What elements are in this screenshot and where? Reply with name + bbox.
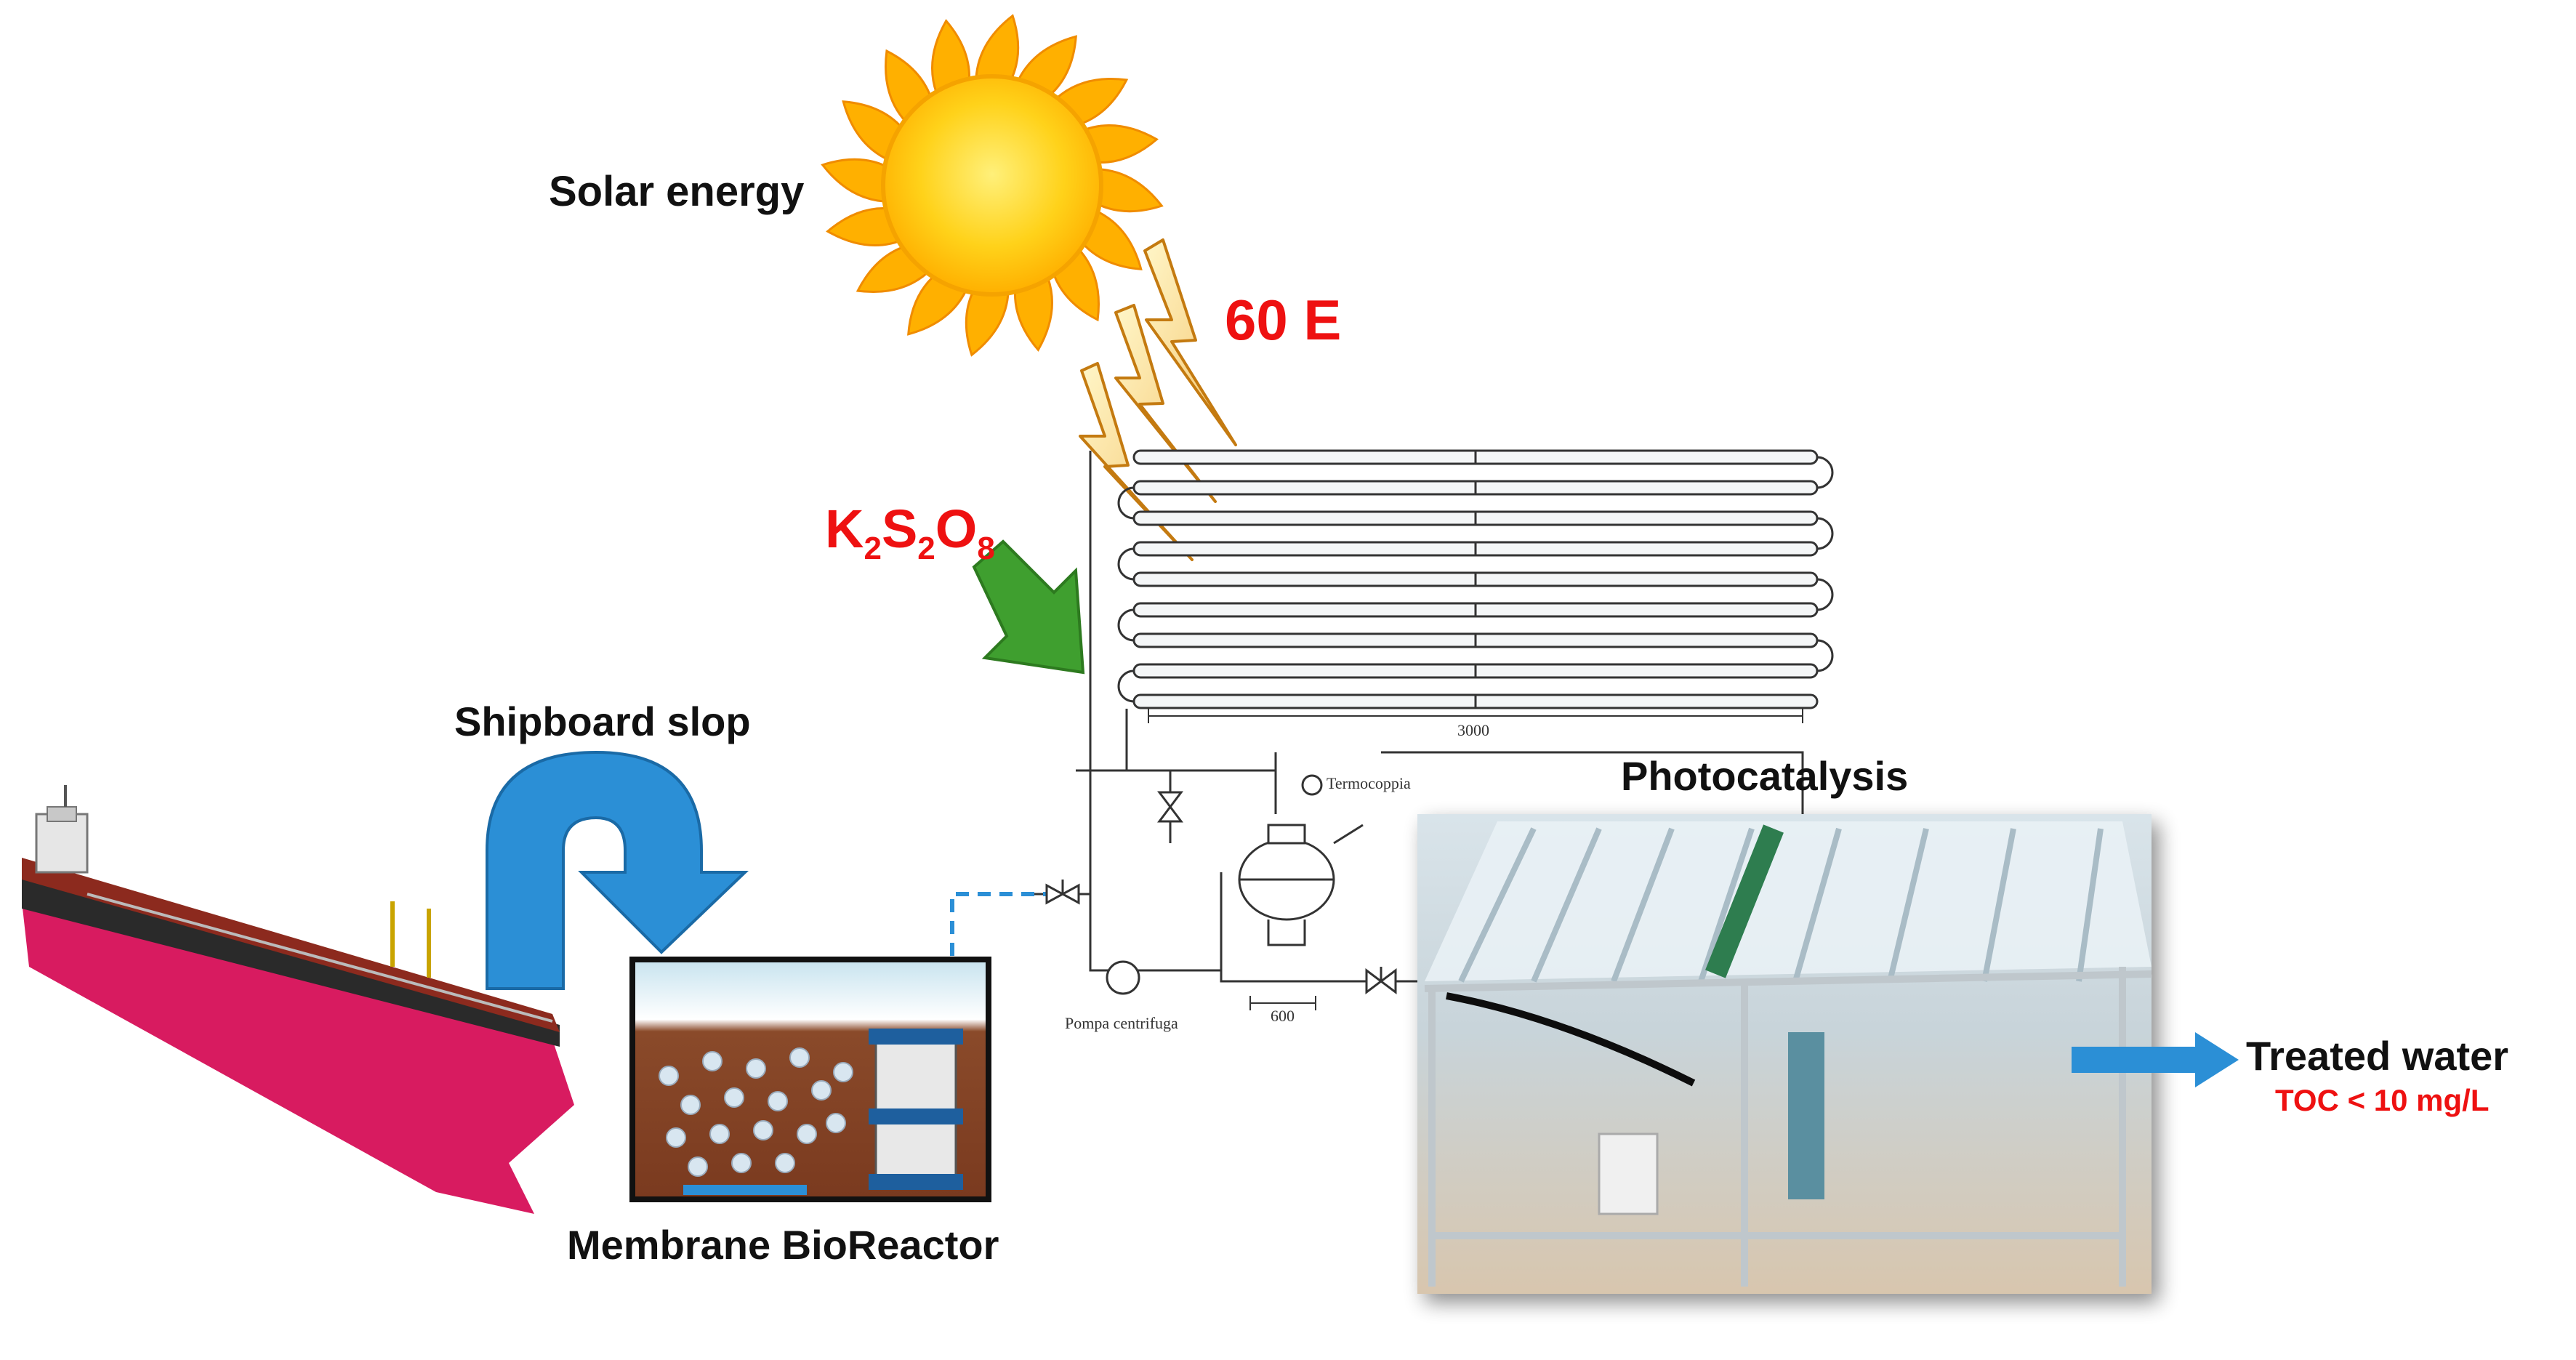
- length-dimension-label: 3000: [1457, 721, 1489, 739]
- air-bubble: [702, 1051, 723, 1071]
- air-bubble: [789, 1047, 810, 1068]
- pump-label: Pompa centrifuga: [1065, 1014, 1178, 1032]
- slop-transfer-arrow: [486, 750, 749, 990]
- sun-ray: [821, 158, 893, 203]
- mbr-outlet-pipe: [950, 880, 1080, 999]
- treated-water-label: Treated water: [2246, 1033, 2509, 1079]
- photocatalysis-photo: [1417, 814, 2152, 1294]
- photocatalysis-label: Photocatalysis: [1621, 753, 1909, 799]
- air-bubble: [666, 1127, 686, 1148]
- sun-ray: [965, 284, 1010, 357]
- air-bubble: [688, 1156, 708, 1177]
- treated-water-arrow: [2072, 1032, 2239, 1087]
- energy-value-label: 60 E: [1225, 288, 1342, 352]
- sun-ray: [975, 14, 1020, 86]
- air-bubble: [680, 1095, 701, 1115]
- photoreactor-schematic: [1032, 449, 1834, 1010]
- oxidant-dosing-arrow: [972, 539, 1085, 675]
- membrane-bioreactor-tank: [629, 957, 991, 1202]
- oxidant-label: K2S2O8: [825, 499, 995, 566]
- air-bubble: [775, 1153, 795, 1173]
- tanker-ship-image: [22, 785, 574, 1214]
- air-bubble: [797, 1124, 817, 1144]
- sun-icon: [821, 14, 1164, 357]
- light-rays-icon: [1079, 238, 1237, 561]
- solar-energy-label: Solar energy: [549, 168, 805, 215]
- air-bubble: [731, 1153, 752, 1173]
- air-bubble: [826, 1113, 846, 1133]
- air-bubble: [811, 1080, 832, 1101]
- membrane-bioreactor-label: Membrane BioReactor: [567, 1222, 999, 1268]
- air-bubble: [659, 1066, 679, 1086]
- shipboard-slop-label: Shipboard slop: [454, 699, 751, 744]
- vessel-dimension-label: 600: [1271, 1007, 1295, 1025]
- toc-label: TOC < 10 mg/L: [2275, 1083, 2490, 1117]
- air-bubble: [833, 1062, 853, 1082]
- air-bubble: [753, 1120, 773, 1140]
- air-bubble: [709, 1124, 730, 1144]
- thermocouple-label: Termocoppia: [1327, 774, 1411, 792]
- air-bubble: [746, 1058, 766, 1079]
- air-bubble: [724, 1087, 744, 1108]
- air-bubble: [768, 1091, 788, 1111]
- sun-ray: [1091, 168, 1164, 213]
